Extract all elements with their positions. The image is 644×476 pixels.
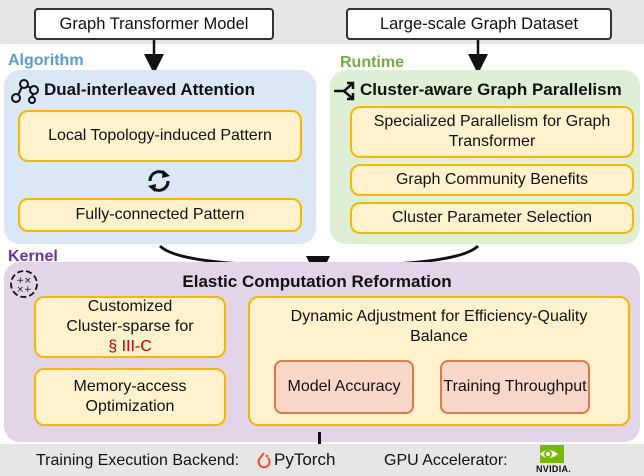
runtime-title: Cluster-aware Graph Parallelism — [360, 80, 622, 99]
training-backend-label: Training Execution Backend: — [36, 452, 240, 469]
split-arrow-icon — [334, 81, 355, 101]
local-topology-pattern-box: Local Topology-induced Pattern — [18, 110, 302, 162]
model-input-box: Graph Transformer Model — [34, 8, 274, 40]
nvidia-eye-icon — [540, 445, 564, 463]
memory-access-optimization-box: Memory-access Optimization — [34, 368, 226, 426]
pytorch-logo-text: PyTorch — [274, 450, 336, 469]
pytorch-flame-icon — [257, 452, 271, 469]
model-accuracy-box: Model Accuracy — [274, 360, 414, 414]
svg-text:×+: ×+ — [16, 285, 31, 295]
specialized-parallelism-box: Specialized Parallelism for Graph Transf… — [350, 106, 634, 158]
cluster-sparse-line1: Customized — [87, 298, 173, 315]
compute-cluster-icon: +× ×+ — [10, 270, 38, 298]
runtime-label: Runtime — [340, 54, 404, 71]
algorithm-label: Algorithm — [8, 52, 84, 69]
algorithm-title: Dual-interleaved Attention — [44, 80, 255, 99]
cycle-arrows-icon — [148, 170, 170, 192]
nvidia-logo-text: NVIDIA. — [536, 464, 572, 474]
kernel-label: Kernel — [8, 248, 58, 265]
gpu-accelerator-label: GPU Accelerator: — [384, 452, 508, 469]
fully-connected-pattern-box: Fully-connected Pattern — [18, 198, 302, 232]
kernel-title: Elastic Computation Reformation — [182, 272, 452, 291]
dynamic-adjustment-title: Dynamic Adjustment for Efficiency-Qualit… — [290, 308, 588, 345]
graph-nodes-icon — [11, 79, 39, 104]
training-throughput-box: Training Throughput — [440, 360, 590, 414]
dataset-input-box: Large-scale Graph Dataset — [346, 8, 612, 40]
graph-community-benefits-box: Graph Community Benefits — [350, 164, 634, 196]
cluster-parameter-selection-box: Cluster Parameter Selection — [350, 202, 634, 234]
svg-text:+×: +× — [16, 276, 31, 286]
cluster-sparse-line2: Cluster-sparse for — [66, 318, 194, 335]
backend-bar — [0, 444, 644, 476]
backend-connector — [318, 432, 321, 444]
cluster-sparse-section-ref: § III-C — [108, 338, 152, 355]
cluster-sparse-box: Customized Cluster-sparse for § III-C — [34, 296, 226, 358]
